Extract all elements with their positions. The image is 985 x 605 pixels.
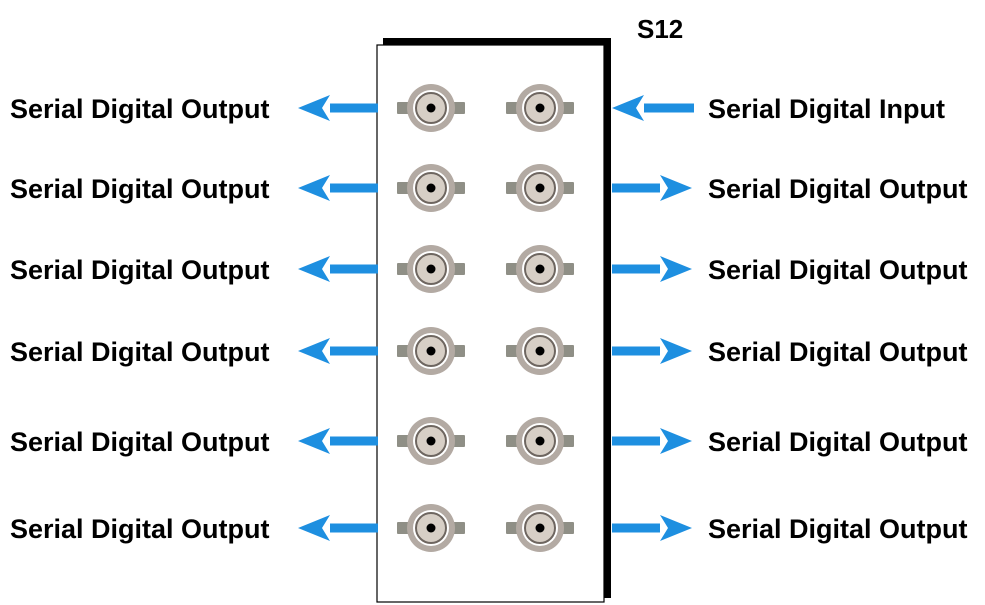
connector-center-pin bbox=[535, 103, 545, 113]
bnc-connector-right bbox=[506, 84, 574, 132]
arrow-head bbox=[660, 515, 692, 541]
left-output-arrow bbox=[298, 515, 378, 541]
right-port-label: Serial Digital Output bbox=[708, 514, 968, 544]
bnc-connector-right bbox=[506, 417, 574, 465]
right-port-label: Serial Digital Output bbox=[708, 427, 968, 457]
connector-center-pin bbox=[426, 183, 436, 193]
connector-row: Serial Digital Output Serial Digital Outp… bbox=[10, 327, 968, 375]
left-port-label: Serial Digital Output bbox=[10, 427, 270, 457]
arrow-head bbox=[660, 338, 692, 364]
connector-center-pin bbox=[535, 264, 545, 274]
connector-center-pin bbox=[426, 436, 436, 446]
arrow-head bbox=[660, 175, 692, 201]
left-port-label: Serial Digital Output bbox=[10, 255, 270, 285]
arrow-shaft bbox=[330, 183, 378, 193]
left-port-label: Serial Digital Output bbox=[10, 94, 270, 124]
arrow-shaft bbox=[612, 436, 660, 446]
bnc-connector-right bbox=[506, 504, 574, 552]
connector-center-pin bbox=[535, 346, 545, 356]
bnc-connector-left bbox=[397, 327, 465, 375]
right-output-arrow bbox=[612, 338, 692, 364]
arrow-head bbox=[660, 256, 692, 282]
arrow-head bbox=[298, 515, 330, 541]
left-output-arrow bbox=[298, 338, 378, 364]
connector-row: Serial Digital Output Serial Digital Outp… bbox=[10, 504, 968, 552]
arrow-shaft bbox=[644, 103, 694, 113]
connector-row: Serial Digital Output Serial Digital Inpu… bbox=[10, 84, 945, 132]
right-port-label: Serial Digital Output bbox=[708, 337, 968, 367]
right-port-label: Serial Digital Output bbox=[708, 174, 968, 204]
connector-row: Serial Digital Output Serial Digital Outp… bbox=[10, 417, 968, 465]
arrow-shaft bbox=[612, 264, 660, 274]
right-output-arrow bbox=[612, 428, 692, 454]
arrow-shaft bbox=[612, 346, 660, 356]
left-port-label: Serial Digital Output bbox=[10, 174, 270, 204]
connector-center-pin bbox=[535, 183, 545, 193]
bnc-connector-left bbox=[397, 84, 465, 132]
right-port-label: Serial Digital Input bbox=[708, 94, 945, 124]
right-output-arrow bbox=[612, 256, 692, 282]
arrow-head bbox=[298, 338, 330, 364]
bnc-connector-right bbox=[506, 164, 574, 212]
right-output-arrow bbox=[612, 175, 692, 201]
arrow-head bbox=[298, 175, 330, 201]
arrow-shaft bbox=[330, 436, 378, 446]
bnc-connector-left bbox=[397, 164, 465, 212]
connector-rows: Serial Digital Output Serial Digital Inpu… bbox=[10, 84, 968, 552]
connector-center-pin bbox=[535, 523, 545, 533]
bnc-connector-right bbox=[506, 327, 574, 375]
connector-row: Serial Digital Output Serial Digital Outp… bbox=[10, 164, 968, 212]
arrow-shaft bbox=[612, 183, 660, 193]
connector-center-pin bbox=[535, 436, 545, 446]
connector-center-pin bbox=[426, 346, 436, 356]
left-port-label: Serial Digital Output bbox=[10, 514, 270, 544]
right-port-label: Serial Digital Output bbox=[708, 255, 968, 285]
connector-row: Serial Digital Output Serial Digital Outp… bbox=[10, 245, 968, 293]
arrow-head bbox=[660, 428, 692, 454]
arrow-shaft bbox=[330, 523, 378, 533]
left-output-arrow bbox=[298, 175, 378, 201]
bnc-connector-right bbox=[506, 245, 574, 293]
left-output-arrow bbox=[298, 428, 378, 454]
left-output-arrow bbox=[298, 256, 378, 282]
connector-center-pin bbox=[426, 264, 436, 274]
left-output-arrow bbox=[298, 95, 378, 121]
arrow-shaft bbox=[612, 523, 660, 533]
right-input-arrow bbox=[612, 95, 694, 121]
arrow-head bbox=[298, 95, 330, 121]
connector-center-pin bbox=[426, 103, 436, 113]
left-port-label: Serial Digital Output bbox=[10, 337, 270, 367]
arrow-shaft bbox=[330, 346, 378, 356]
arrow-head bbox=[298, 256, 330, 282]
panel-title: S12 bbox=[637, 14, 683, 44]
panel-face bbox=[376, 44, 605, 603]
arrow-shaft bbox=[330, 264, 378, 274]
bnc-connector-left bbox=[397, 417, 465, 465]
arrow-head bbox=[298, 428, 330, 454]
arrow-head bbox=[612, 95, 644, 121]
bnc-connector-left bbox=[397, 504, 465, 552]
right-output-arrow bbox=[612, 515, 692, 541]
arrow-shaft bbox=[330, 103, 378, 113]
connector-center-pin bbox=[426, 523, 436, 533]
panel bbox=[376, 38, 611, 603]
bnc-connector-left bbox=[397, 245, 465, 293]
